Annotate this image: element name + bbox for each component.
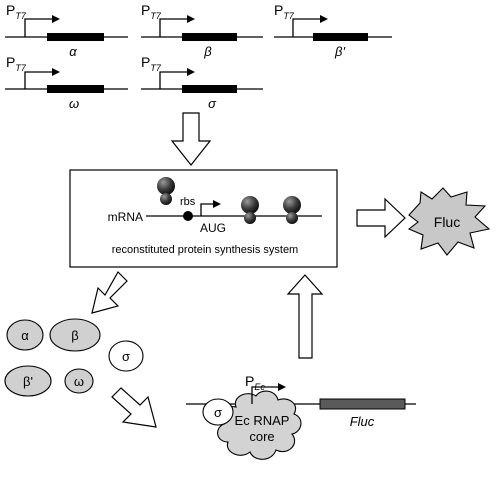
promoter-label: PT7 — [274, 2, 295, 21]
rnap-core-label-line2: core — [249, 429, 274, 444]
gene-bar — [47, 33, 104, 41]
subunit-sigma-oval — [108, 340, 144, 372]
promoter-label: PT7 — [6, 2, 27, 21]
promoter-label: PT7 — [141, 54, 162, 73]
gene-bar — [313, 33, 368, 41]
promoter-arrowhead — [52, 68, 60, 76]
subunit-alpha-oval — [6, 319, 44, 351]
subunit-sigma-label: σ — [122, 349, 130, 364]
promoter-arrow — [24, 71, 54, 89]
reporter-promoter-arrowhead — [278, 383, 286, 391]
subunit-beta-prime-oval — [4, 365, 52, 397]
protein-synthesis-box: mRNA rbs AUG reconstituted protein synth… — [69, 169, 338, 268]
subunit-beta-label: β — [71, 328, 78, 343]
hollow-arrow-to-subunits — [91, 271, 128, 314]
promoter-arrow — [159, 18, 189, 37]
aug-label: AUG — [200, 221, 226, 235]
start-arrowhead — [213, 200, 221, 208]
promoter-arrow — [159, 71, 189, 89]
translating-ribosome-icon — [241, 196, 259, 224]
reporter-promoter-arrow — [251, 386, 280, 404]
gene-bar — [47, 85, 104, 93]
promoter-label: PT7 — [141, 2, 162, 21]
promoter-arrowhead — [187, 68, 195, 76]
fluc-gene-bar — [319, 398, 406, 410]
bound-sigma-oval — [202, 398, 234, 426]
hollow-arrow-right-to-fluc — [356, 197, 406, 239]
gene-construct-beta-prime: PT7 β' — [274, 2, 392, 59]
promoter-arrowhead — [52, 15, 60, 23]
fluc-product-burst: Fluc — [407, 187, 491, 256]
rbs-dot — [183, 211, 193, 221]
gene-bar — [182, 33, 237, 41]
bound-sigma-label: σ — [214, 405, 222, 420]
subunit-omega-label: ω — [74, 374, 84, 389]
hollow-arrow-to-reporter — [111, 387, 157, 428]
rnap-core-cloud — [217, 390, 302, 460]
rnap-core-label-line1: Ec RNAP — [235, 413, 290, 428]
gene-subunit-label: β' — [334, 44, 345, 59]
fluc-gene-label: Fluc — [350, 414, 375, 429]
gene-subunit-label: σ — [208, 96, 217, 111]
gene-construct-sigma: PT7 σ — [141, 54, 263, 111]
gene-construct-alpha: PT7 α — [5, 2, 128, 59]
subunit-beta-prime-label: β' — [23, 374, 33, 389]
gene-subunit-label: ω — [69, 96, 79, 111]
reporter-promoter-label: PEc — [245, 373, 265, 392]
promoter-arrow — [24, 18, 54, 37]
gene-construct-beta: PT7 β — [141, 2, 263, 59]
start-arrow — [200, 203, 215, 216]
promoter-arrowhead — [187, 15, 195, 23]
hollow-arrow-up-to-synthesis — [286, 274, 324, 359]
gene-subunit-label: α — [69, 44, 77, 59]
subunit-omega-oval — [64, 368, 94, 394]
gene-subunit-label: β — [203, 44, 212, 59]
gene-bar — [182, 85, 237, 93]
rbs-label: rbs — [180, 196, 196, 208]
subunit-pool: α β σ β' ω — [4, 318, 144, 397]
gene-construct-omega: PT7 ω — [5, 54, 128, 111]
synthesis-system-caption: reconstituted protein synthesis system — [112, 244, 298, 256]
fluc-output-label: Fluc — [434, 214, 460, 230]
starburst-shape — [407, 187, 491, 256]
translating-ribosome-icon — [283, 196, 301, 224]
hollow-arrow-down-to-synthesis — [170, 112, 212, 166]
mrna-label: mRNA — [108, 210, 143, 224]
promoter-arrow — [292, 18, 322, 37]
subunit-alpha-label: α — [21, 328, 29, 343]
promoter-label: PT7 — [6, 54, 27, 73]
promoter-arrowhead — [320, 15, 328, 23]
reporter-construct: PEc Fluc Ec RNAP core σ — [186, 373, 416, 460]
free-ribosome-icon — [157, 177, 175, 205]
subunit-beta-oval — [49, 318, 101, 352]
